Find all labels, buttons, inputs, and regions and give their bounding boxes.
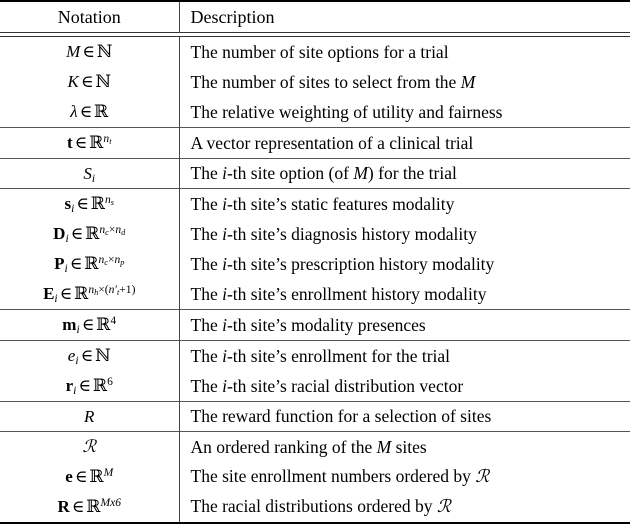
cell-description: The i-th site’s static features modality (190, 193, 455, 214)
cell-notation: Ei∈ℝnh×(n′t+1) (0, 279, 180, 310)
cell-description: The relative weighting of utility and fa… (190, 101, 503, 122)
cell-description: The site enrollment numbers ordered by ℛ (190, 466, 490, 487)
cell-notation: ri∈ℝ6 (0, 371, 180, 402)
table-rule-group (0, 127, 630, 128)
table-row: Ei∈ℝnh×(n′t+1) The i-th site’s enrollmen… (0, 279, 630, 310)
table-rule-group (0, 431, 630, 432)
cell-notation: R (0, 402, 180, 432)
table-row: t∈ℝnt A vector representation of a clini… (0, 128, 630, 159)
table-row: λ∈ℝ The relative weighting of utility an… (0, 97, 630, 128)
cell-notation: λ∈ℝ (0, 97, 180, 128)
cell-description: The number of site options for a trial (190, 41, 449, 62)
table-row: ri∈ℝ6 The i-th site’s racial distributio… (0, 371, 630, 402)
cell-description: The i-th site’s enrollment for the trial (190, 345, 451, 366)
cell-notation: M∈ℕ (0, 36, 180, 67)
table-row: Pi∈ℝnc×np The i-th site’s prescription h… (0, 249, 630, 279)
cell-description: An ordered ranking of the M sites (190, 436, 427, 457)
table-row: si∈ℝns The i-th site’s static features m… (0, 189, 630, 219)
cell-notation: mi∈ℝ4 (0, 310, 180, 341)
table-row: Si The i-th site option (of M) for the t… (0, 159, 630, 189)
cell-description: The i-th site option (of M) for the tria… (190, 163, 457, 183)
table-row: mi∈ℝ4 The i-th site’s modality presences (0, 310, 630, 341)
table-rule-header (0, 32, 630, 37)
table-header-row: Notation Description (0, 2, 630, 33)
cell-notation: e∈ℝM (0, 462, 180, 492)
cell-notation: ei∈ℕ (0, 341, 180, 371)
table-row: ei∈ℕ The i-th site’s enrollment for the … (0, 341, 630, 371)
table-rule-group (0, 158, 630, 159)
cell-description: The i-th site’s prescription history mod… (190, 253, 495, 274)
table-rule-group (0, 309, 630, 310)
cell-description: The i-th site’s enrollment history modal… (190, 283, 487, 304)
table-rule-group (0, 188, 630, 189)
table-row: M∈ℕ The number of site options for a tri… (0, 36, 630, 67)
cell-description: The racial distributions ordered by ℛ (190, 496, 451, 517)
table-row: ℛ An ordered ranking of the M sites (0, 432, 630, 462)
table-row: Di∈ℝnc×nd The i-th site’s diagnosis hist… (0, 219, 630, 249)
cell-notation: Si (0, 159, 180, 189)
column-header-notation: Notation (0, 2, 180, 33)
cell-description: The i-th site’s diagnosis history modali… (190, 223, 477, 244)
cell-notation: R∈ℝMx6 (0, 492, 180, 523)
cell-notation: Pi∈ℝnc×np (0, 249, 180, 279)
cell-description: The number of sites to select from the M (190, 71, 476, 92)
cell-notation: Di∈ℝnc×nd (0, 219, 180, 249)
table-row: R∈ℝMx6 The racial distributions ordered … (0, 492, 630, 523)
cell-description: The i-th site’s modality presences (190, 314, 426, 335)
cell-notation: K∈ℕ (0, 67, 180, 97)
table-rule-group (0, 340, 630, 341)
cell-notation: t∈ℝnt (0, 128, 180, 159)
cell-description: The i-th site’s racial distribution vect… (190, 375, 464, 396)
column-header-description: Description (190, 7, 275, 27)
cell-description: The reward function for a selection of s… (190, 406, 492, 426)
table-row: e∈ℝM The site enrollment numbers ordered… (0, 462, 630, 492)
cell-notation: ℛ (0, 432, 180, 462)
table-row: R The reward function for a selection of… (0, 402, 630, 432)
table-rule-group (0, 401, 630, 402)
cell-notation: si∈ℝns (0, 189, 180, 219)
cell-description: A vector representation of a clinical tr… (190, 132, 474, 153)
table-row: K∈ℕ The number of sites to select from t… (0, 67, 630, 97)
